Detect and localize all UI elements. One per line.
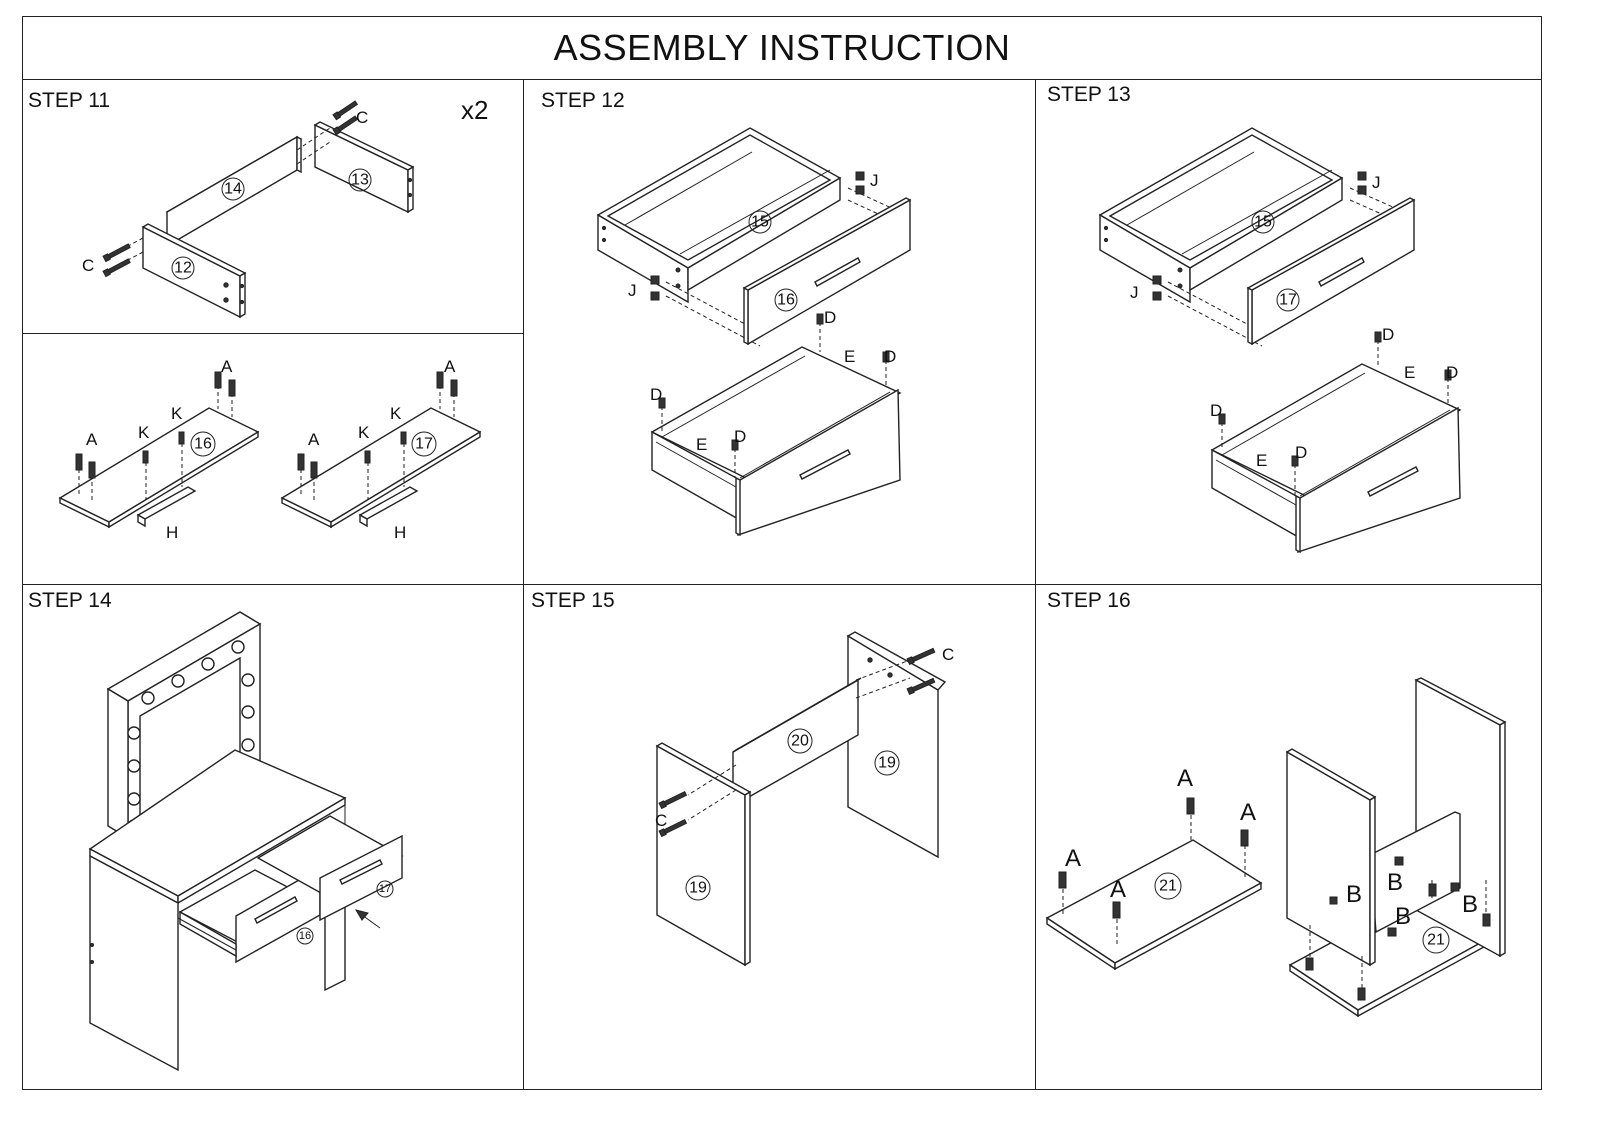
part-number-16: 16 <box>777 292 795 309</box>
hardware-label-j: J <box>1372 173 1381 192</box>
hardware-label-c: C <box>356 108 368 127</box>
hardware-label-j: J <box>628 281 637 300</box>
step-14-vanity-illustration: 17 16 <box>90 612 402 1070</box>
divider <box>23 584 1541 585</box>
part-number-17: 17 <box>1279 292 1297 309</box>
part-number-17: 17 <box>415 436 433 453</box>
hardware-label-d: D <box>824 308 836 327</box>
hardware-label-a: A <box>1110 876 1126 903</box>
hardware-label-c: C <box>655 811 667 830</box>
step-16-label: STEP 16 <box>1047 589 1131 612</box>
hardware-label-e: E <box>1256 451 1267 470</box>
step-15-bench-illustration: 19 20 19 C C <box>655 632 954 965</box>
part-number-21: 21 <box>1159 878 1177 895</box>
hardware-label-a: A <box>1177 765 1193 792</box>
hardware-label-k: K <box>138 423 150 442</box>
assembly-sheet: ASSEMBLY INSTRUCTION STEP 11 x2 STEP 12 … <box>22 16 1542 1090</box>
step-13-drawer-box: J J 15 17 <box>1100 128 1414 346</box>
hardware-label-j: J <box>1130 283 1139 302</box>
step-11-label: STEP 11 <box>28 89 111 112</box>
divider <box>23 333 523 334</box>
part-number-12: 12 <box>174 260 192 277</box>
step-13-label: STEP 13 <box>1047 83 1131 106</box>
hardware-label-k: K <box>390 404 402 423</box>
step-15-label: STEP 15 <box>531 589 615 612</box>
hardware-label-b: B <box>1395 903 1411 930</box>
hardware-label-b: B <box>1387 869 1403 896</box>
hardware-label-c: C <box>942 645 954 664</box>
hardware-label-d: D <box>1382 325 1394 344</box>
part-number-19: 19 <box>878 755 896 772</box>
page-title: ASSEMBLY INSTRUCTION <box>23 17 1541 80</box>
hardware-label-e: E <box>1404 363 1415 382</box>
part-number-15: 15 <box>751 214 769 231</box>
hardware-label-b: B <box>1462 891 1478 918</box>
hardware-label-d: D <box>650 385 662 404</box>
part-number-13: 13 <box>351 172 369 189</box>
hardware-label-a: A <box>308 430 320 449</box>
step-14-label: STEP 14 <box>28 589 112 612</box>
hardware-label-h: H <box>394 523 406 542</box>
hardware-label-e: E <box>696 435 707 454</box>
step-11-drawer-front-17: A A K K H 17 <box>282 357 480 542</box>
hardware-label-d: D <box>1446 363 1458 382</box>
hardware-label-j: J <box>870 171 879 190</box>
hardware-label-a: A <box>86 430 98 449</box>
hardware-label-k: K <box>171 404 183 423</box>
step-12-label: STEP 12 <box>541 89 625 112</box>
step-16-base-illustration: 21 A A A A 21 B B B <box>1047 678 1505 1016</box>
hardware-label-d: D <box>1295 443 1307 462</box>
part-number-21: 21 <box>1427 932 1445 949</box>
step-11-drawer-front-16: A A K K H 16 <box>60 357 258 542</box>
hardware-label-d: D <box>734 427 746 446</box>
hardware-label-c: C <box>82 256 94 275</box>
hardware-label-e: E <box>844 347 855 366</box>
hardware-label-a: A <box>444 357 456 376</box>
part-number-17: 17 <box>379 883 391 895</box>
hardware-label-a: A <box>1240 799 1256 826</box>
hardware-label-h: H <box>166 523 178 542</box>
step-12-drawer-box: J J 15 16 <box>598 128 910 346</box>
hardware-label-k: K <box>358 423 370 442</box>
hardware-label-a: A <box>221 357 233 376</box>
step-12-assembled-drawer: D D D D E E <box>650 308 900 535</box>
hardware-label-a: A <box>1065 845 1081 872</box>
part-number-16: 16 <box>194 436 212 453</box>
step-13-assembled-drawer: D D D D E E <box>1210 325 1460 552</box>
hardware-label-d: D <box>1210 401 1222 420</box>
hardware-label-d: D <box>884 347 896 366</box>
hardware-label-b: B <box>1346 881 1362 908</box>
part-number-15: 15 <box>1254 214 1272 231</box>
part-number-14: 14 <box>224 181 242 198</box>
part-number-20: 20 <box>791 733 809 750</box>
step-11-multiplier: x2 <box>461 95 489 125</box>
part-number-16: 16 <box>299 930 311 942</box>
part-number-19: 19 <box>689 880 707 897</box>
step-11-frame-illustration: C C 14 13 12 <box>82 100 413 317</box>
